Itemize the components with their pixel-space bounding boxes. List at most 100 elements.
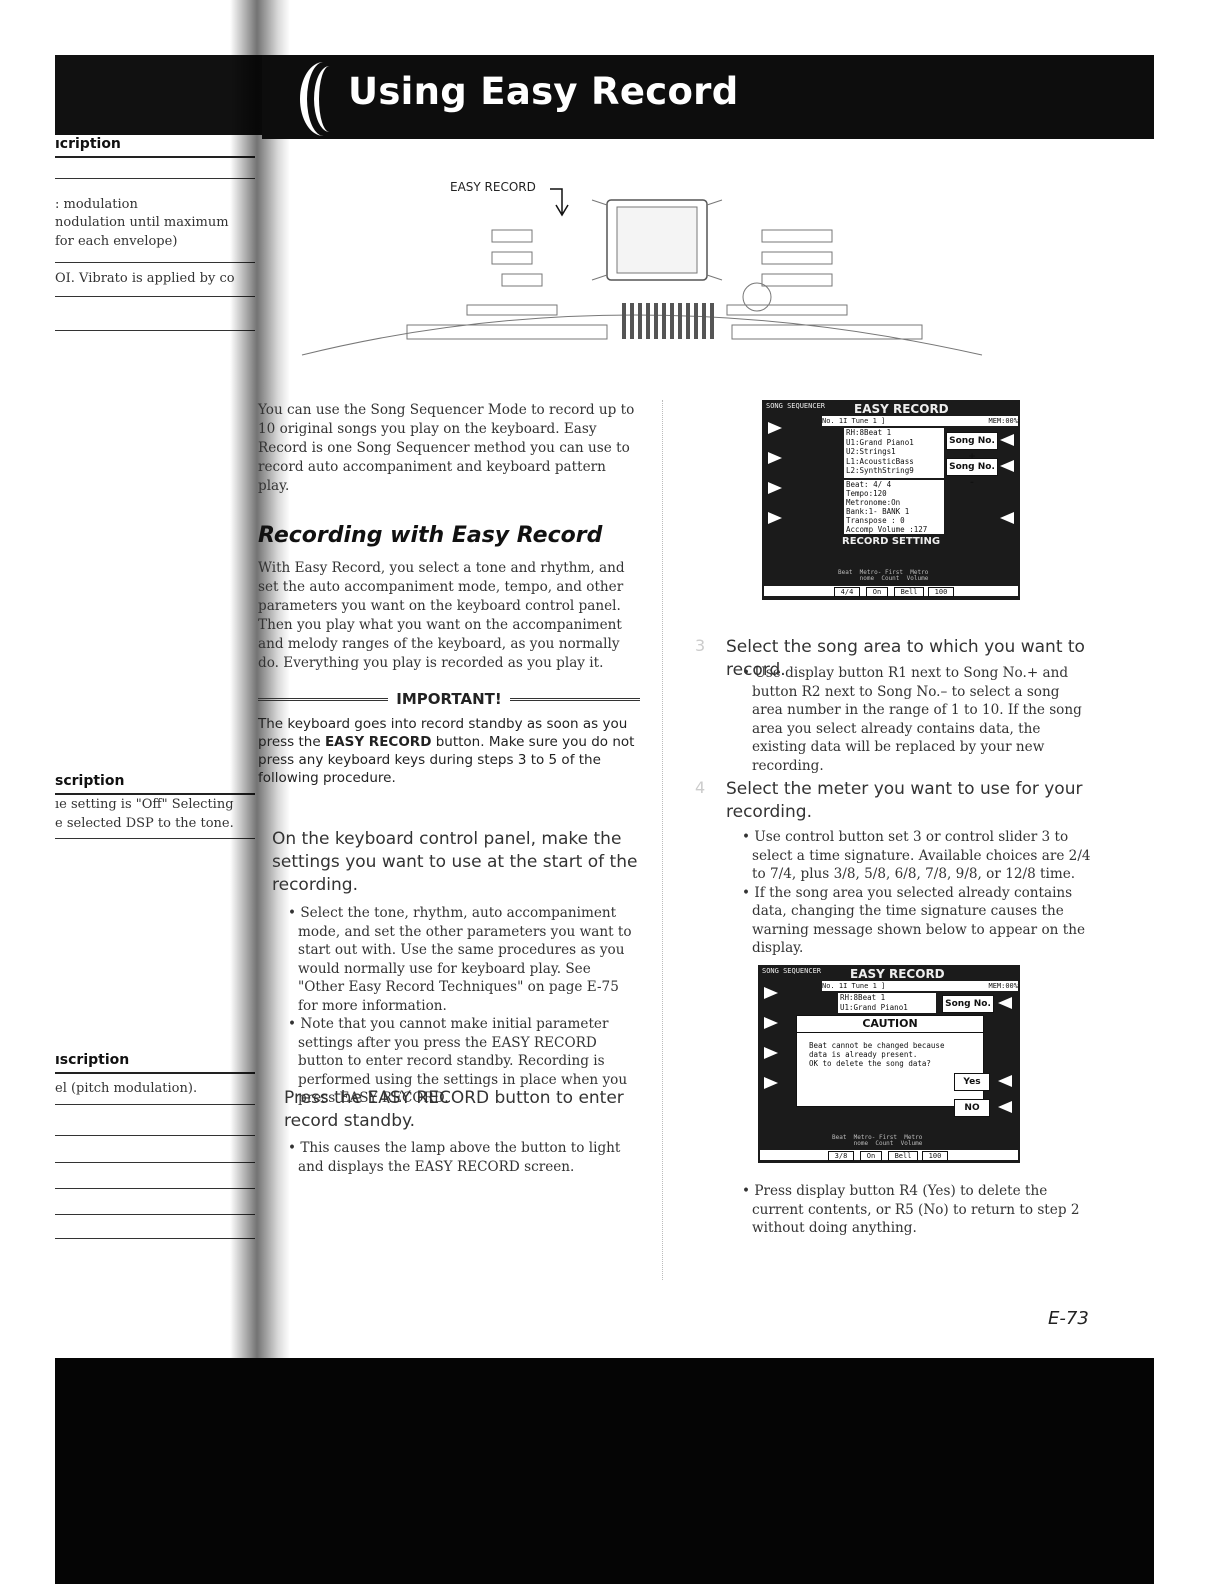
bullet-item: • If the song area you selected already … bbox=[742, 884, 1086, 957]
step-number-3: 3 bbox=[695, 636, 706, 655]
lcd-song-number: No. 1I Tune 1 ] bbox=[822, 417, 886, 425]
bullet-text: Note that you cannot make initial parame… bbox=[298, 1016, 628, 1106]
lcd-memory: MEM:00% bbox=[988, 417, 1018, 425]
previous-page-strip: ıcription : modulation nodulation until … bbox=[0, 0, 262, 1370]
button-group-icon bbox=[761, 251, 833, 265]
step-2-bullets: • This causes the lamp above the button … bbox=[284, 1139, 640, 1176]
page-title: Using Easy Record bbox=[348, 70, 739, 113]
lcd-mode-label: SONG SEQUENCER bbox=[766, 402, 826, 410]
lcd-track-list: RH:8Beat 1 U1:Grand Piano1 U2:Strings1 L… bbox=[844, 428, 944, 478]
prev-rule bbox=[55, 838, 255, 839]
bullet-item: • Select the tone, rhythm, auto accompan… bbox=[288, 905, 632, 1014]
page-number: E-73 bbox=[1048, 1308, 1089, 1329]
lcd-footer-labels: Beat Metro- First Metro nome Count Volum… bbox=[838, 569, 929, 582]
bullet-item: • Use display button R1 next to Song No.… bbox=[742, 665, 1082, 774]
prev-line: for each envelope) bbox=[55, 234, 178, 249]
footer-metro-volume: 100 bbox=[928, 587, 954, 597]
r1-arrow-icon bbox=[1000, 434, 1014, 446]
lcd-track: RH:8Beat 1 bbox=[840, 993, 886, 1002]
important-note: The keyboard goes into record standby as… bbox=[258, 715, 640, 787]
lcd-param: Beat: 4/ 4 bbox=[846, 480, 892, 489]
prev-line: OI. Vibrato is applied by co bbox=[55, 271, 235, 286]
l-arrow-icon bbox=[764, 1047, 778, 1059]
l-arrow-icon bbox=[768, 512, 782, 524]
prev-line: : modulation bbox=[55, 197, 138, 212]
l-arrow-icon bbox=[764, 1077, 778, 1089]
l-arrow-icon bbox=[768, 482, 782, 494]
button-group-icon bbox=[761, 229, 833, 243]
prev-line: ıe setting is "Off" Selecting bbox=[55, 797, 234, 812]
lcd-track: U1:Grand Piano1 bbox=[840, 1002, 908, 1012]
button-group-icon bbox=[491, 229, 533, 243]
r4-arrow-icon bbox=[998, 1075, 1012, 1087]
lcd-param: Transpose : 0 bbox=[846, 516, 905, 525]
footer-first-count: Bell bbox=[894, 587, 924, 597]
yes-button[interactable]: Yes bbox=[954, 1073, 990, 1091]
prev-header-2: scription bbox=[55, 773, 255, 795]
prev-line: e selected DSP to the tone. bbox=[55, 816, 234, 831]
bullet-item: • Use control button set 3 or control sl… bbox=[742, 829, 1091, 882]
important-text: The keyboard goes into record standby as… bbox=[258, 716, 628, 750]
bullet-text: Press display button R4 (Yes) to delete … bbox=[752, 1183, 1080, 1236]
lcd-track-list: RH:8Beat 1 U1:Grand Piano1 bbox=[838, 993, 936, 1013]
slider-bank-icon bbox=[622, 303, 714, 339]
lcd-param: Bank:1- BANK 1 bbox=[846, 507, 910, 516]
important-rule bbox=[258, 697, 389, 701]
footer-metro-volume: 100 bbox=[922, 1151, 948, 1161]
song-no-plus-button[interactable]: Song No. + bbox=[942, 995, 994, 1025]
lcd-param: Accomp Volume :127 bbox=[846, 525, 928, 534]
l-arrow-icon bbox=[764, 987, 778, 999]
lcd-footer-bar: 3/8 On Bell 100 bbox=[760, 1150, 1018, 1161]
l-arrow-icon bbox=[768, 452, 782, 464]
lcd-param: Tempo:120 bbox=[846, 489, 887, 498]
lcd-track: U1:Grand Piano1 bbox=[846, 437, 914, 447]
bullet-text: This causes the lamp above the button to… bbox=[298, 1140, 621, 1175]
step-1: On the keyboard control panel, make the … bbox=[272, 829, 638, 895]
song-no-plus-button[interactable]: Song No. + bbox=[946, 432, 998, 462]
step-2: Press the EASY RECORD button to enter re… bbox=[284, 1088, 624, 1131]
column-divider bbox=[662, 400, 663, 1280]
lcd-mode-label: SONG SEQUENCER bbox=[762, 967, 822, 975]
step-number-4: 4 bbox=[695, 778, 706, 797]
no-button[interactable]: NO bbox=[954, 1099, 990, 1117]
lcd-title: EASY RECORD bbox=[850, 967, 945, 981]
step-3: Select the song area to which you want t… bbox=[726, 637, 1085, 680]
pointer-arrow-icon bbox=[550, 188, 569, 217]
prev-header-3: ıscription bbox=[55, 1052, 255, 1074]
song-no-minus-button[interactable]: Song No. - bbox=[946, 458, 998, 488]
step-4: Select the meter you want to use for you… bbox=[726, 779, 1083, 822]
easy-record-callout: EASY RECORD bbox=[450, 180, 536, 194]
prev-line: nodulation until maximum bbox=[55, 215, 229, 230]
prev-rule bbox=[55, 1188, 255, 1189]
step-4-bullets: • Use control button set 3 or control sl… bbox=[738, 828, 1094, 958]
r-arrow-icon bbox=[1000, 512, 1014, 524]
caution-message: Beat cannot be changed because data is a… bbox=[809, 1041, 945, 1068]
book-gutter-shadow bbox=[230, 0, 290, 1370]
prev-rule bbox=[55, 1104, 255, 1105]
bullet-item: • Press display button R4 (Yes) to delet… bbox=[742, 1183, 1080, 1236]
keyboard-panel-illustration bbox=[301, 188, 983, 356]
title-swirl-graphic bbox=[314, 66, 345, 132]
bullet-item: • Note that you cannot make initial para… bbox=[288, 1016, 628, 1106]
lcd-song-row: No. 1I Tune 1 ] MEM:00% bbox=[822, 416, 1018, 426]
step-3-bullets: • Use display button R1 next to Song No.… bbox=[738, 664, 1094, 775]
lcd-footer-bar: 4/4 On Bell 100 bbox=[764, 586, 1018, 597]
prev-rule bbox=[55, 296, 255, 297]
title-swirl-graphic bbox=[300, 62, 347, 136]
panel-display-icon bbox=[606, 199, 708, 281]
important-text: button. Make sure you do not press any k… bbox=[258, 734, 635, 786]
lcd-track: L2:SynthString9 bbox=[846, 466, 914, 476]
footer-beat: 3/8 bbox=[828, 1151, 854, 1161]
lcd-screen-caution: SONG SEQUENCER EASY RECORD No. 1I Tune 1… bbox=[758, 965, 1020, 1163]
lcd-track: RH:8Beat 1 bbox=[846, 428, 892, 437]
step-4-after-bullets: • Press display button R4 (Yes) to delet… bbox=[738, 1182, 1094, 1238]
button-row-icon bbox=[406, 324, 608, 340]
prev-rule bbox=[55, 262, 255, 263]
lcd-track: L1:AcousticBass bbox=[846, 456, 914, 466]
bullet-text: Select the tone, rhythm, auto accompanim… bbox=[298, 905, 632, 1014]
button-group-icon bbox=[501, 273, 543, 287]
r5-arrow-icon bbox=[998, 1101, 1012, 1113]
lcd-footer-labels: Beat Metro- First Metro nome Count Volum… bbox=[832, 1134, 923, 1147]
prev-rule bbox=[55, 1214, 255, 1215]
bullet-text: Use display button R1 next to Song No.+ … bbox=[752, 665, 1082, 774]
